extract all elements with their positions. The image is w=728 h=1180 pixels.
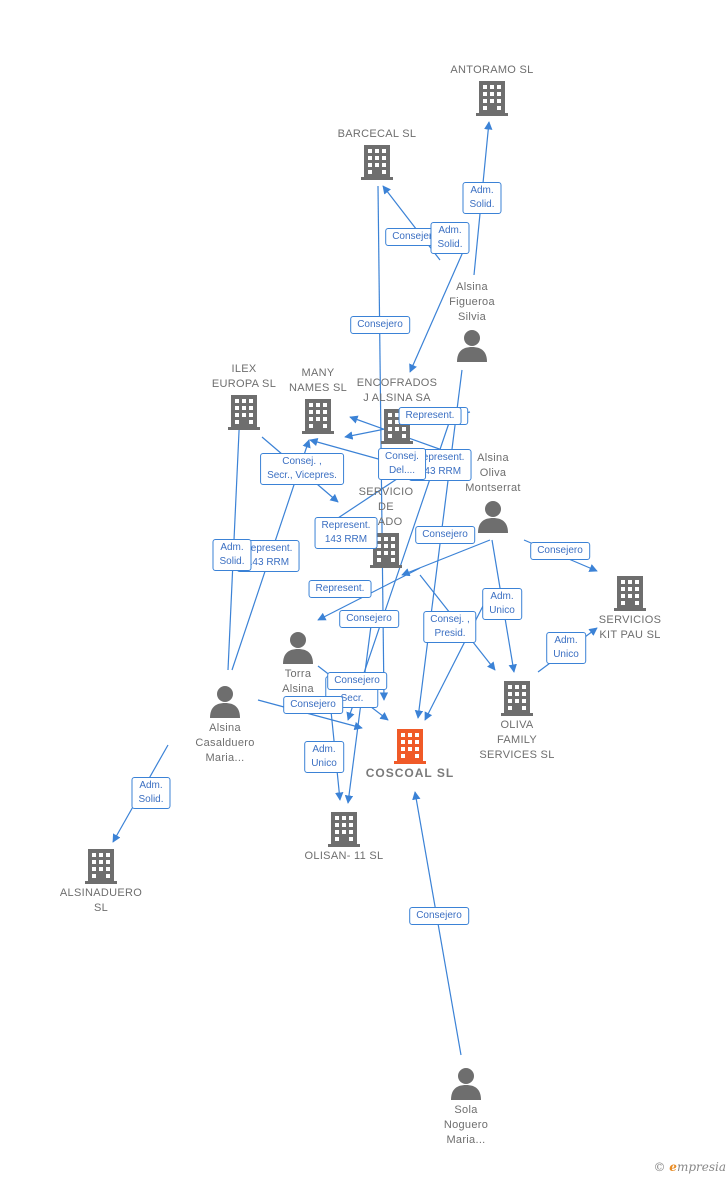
node-label: ALSINADUERO SL <box>59 887 143 914</box>
copyright-mark: © <box>653 1160 666 1174</box>
relation-label[interactable]: Consej. Del.... <box>378 448 426 480</box>
node-label: Alsina Figueroa Silvia <box>449 281 495 323</box>
empresia-logo: © empresia <box>653 1160 726 1174</box>
edge-line <box>409 244 467 373</box>
relation-label[interactable]: Adm. Solid. <box>212 539 252 571</box>
node-label: MANY NAMES SL <box>288 367 348 394</box>
relation-label[interactable]: Consejero <box>530 542 590 560</box>
edge-line <box>344 617 373 804</box>
node-label: SERVICIO DE RADO <box>358 486 414 528</box>
relation-label[interactable]: Adm. Unico <box>482 588 522 620</box>
node-ilex[interactable]: ILEX EUROPA SL <box>169 362 319 432</box>
node-servicio[interactable]: SERVICIO DE RADO <box>311 485 461 570</box>
relation-label[interactable]: Adm. Solid. <box>462 182 502 214</box>
relation-label[interactable]: Consejero <box>283 696 343 714</box>
node-label: OLIVA FAMILY SERVICES SL <box>479 719 555 761</box>
edge-line <box>309 437 383 461</box>
node-label: ILEX EUROPA SL <box>211 363 277 390</box>
node-many-names[interactable]: MANY NAMES SL <box>243 366 393 436</box>
relation-label[interactable]: Adm. Unico <box>546 632 586 664</box>
relation-label[interactable]: Represent. <box>398 407 462 425</box>
node-torra[interactable]: Torra Alsina <box>223 627 373 697</box>
node-label: SERVICIOS KIT PAU SL <box>598 614 662 641</box>
node-barcecal[interactable]: BARCECAL SL <box>302 127 452 182</box>
node-label: ENCOFRADOS J ALSINA SA <box>356 377 438 404</box>
relation-label[interactable]: Adm. Unico <box>304 741 344 773</box>
node-label: OLISAN- 11 SL <box>304 850 384 862</box>
node-alsina-figueroa[interactable]: Alsina Figueroa Silvia <box>397 280 547 365</box>
node-alsina-casalduero[interactable]: Alsina Casalduero Maria... <box>150 681 300 766</box>
relation-label[interactable]: Consejero <box>350 316 410 334</box>
node-label: BARCECAL SL <box>337 128 417 140</box>
edge-line <box>257 699 363 731</box>
node-label: Alsina Casalduero Maria... <box>195 722 255 764</box>
brand-initial: e <box>669 1160 677 1174</box>
node-label: Torra Alsina <box>282 668 314 695</box>
node-olisan[interactable]: OLISAN- 11 SL <box>269 809 419 864</box>
node-label: Sola Noguero Maria... <box>443 1104 489 1146</box>
edge-line <box>414 369 463 719</box>
node-label: Alsina Oliva Montserrat <box>465 452 521 494</box>
node-sola-noguero[interactable]: Sola Noguero Maria... <box>391 1063 541 1148</box>
relation-label[interactable]: Adm. Solid. <box>430 222 470 254</box>
relation-label[interactable]: Adm. Solid. <box>131 777 171 809</box>
relation-label[interactable]: Consejero <box>327 672 387 690</box>
node-label: COSCOAL SL <box>365 766 455 780</box>
relation-label[interactable]: Consejero <box>409 907 469 925</box>
brand-name: mpresia <box>676 1160 726 1174</box>
node-label: ANTORAMO SL <box>450 64 534 76</box>
node-servicios-kit[interactable]: SERVICIOS KIT PAU SL <box>555 573 705 643</box>
relation-label[interactable]: Represent. <box>308 580 372 598</box>
node-antoramo[interactable]: ANTORAMO SL <box>417 63 567 118</box>
relation-label[interactable]: Consej. , Presid. <box>423 611 477 643</box>
node-coscoal[interactable]: COSCOAL SL <box>335 726 485 781</box>
node-encofrados[interactable]: ENCOFRADOS J ALSINA SA <box>322 376 472 446</box>
relation-label[interactable]: Consejero <box>415 526 475 544</box>
node-alsinaduero[interactable]: ALSINADUERO SL <box>26 846 176 916</box>
node-alsina-oliva[interactable]: Alsina Oliva Montserrat <box>418 451 568 536</box>
node-oliva-family[interactable]: OLIVA FAMILY SERVICES SL <box>442 678 592 763</box>
relation-label[interactable]: Represent. 143 RRM <box>314 517 378 549</box>
relation-label[interactable]: Consejero <box>339 610 399 628</box>
relation-label[interactable]: Consej. , Secr., Vicepres. <box>260 453 344 485</box>
